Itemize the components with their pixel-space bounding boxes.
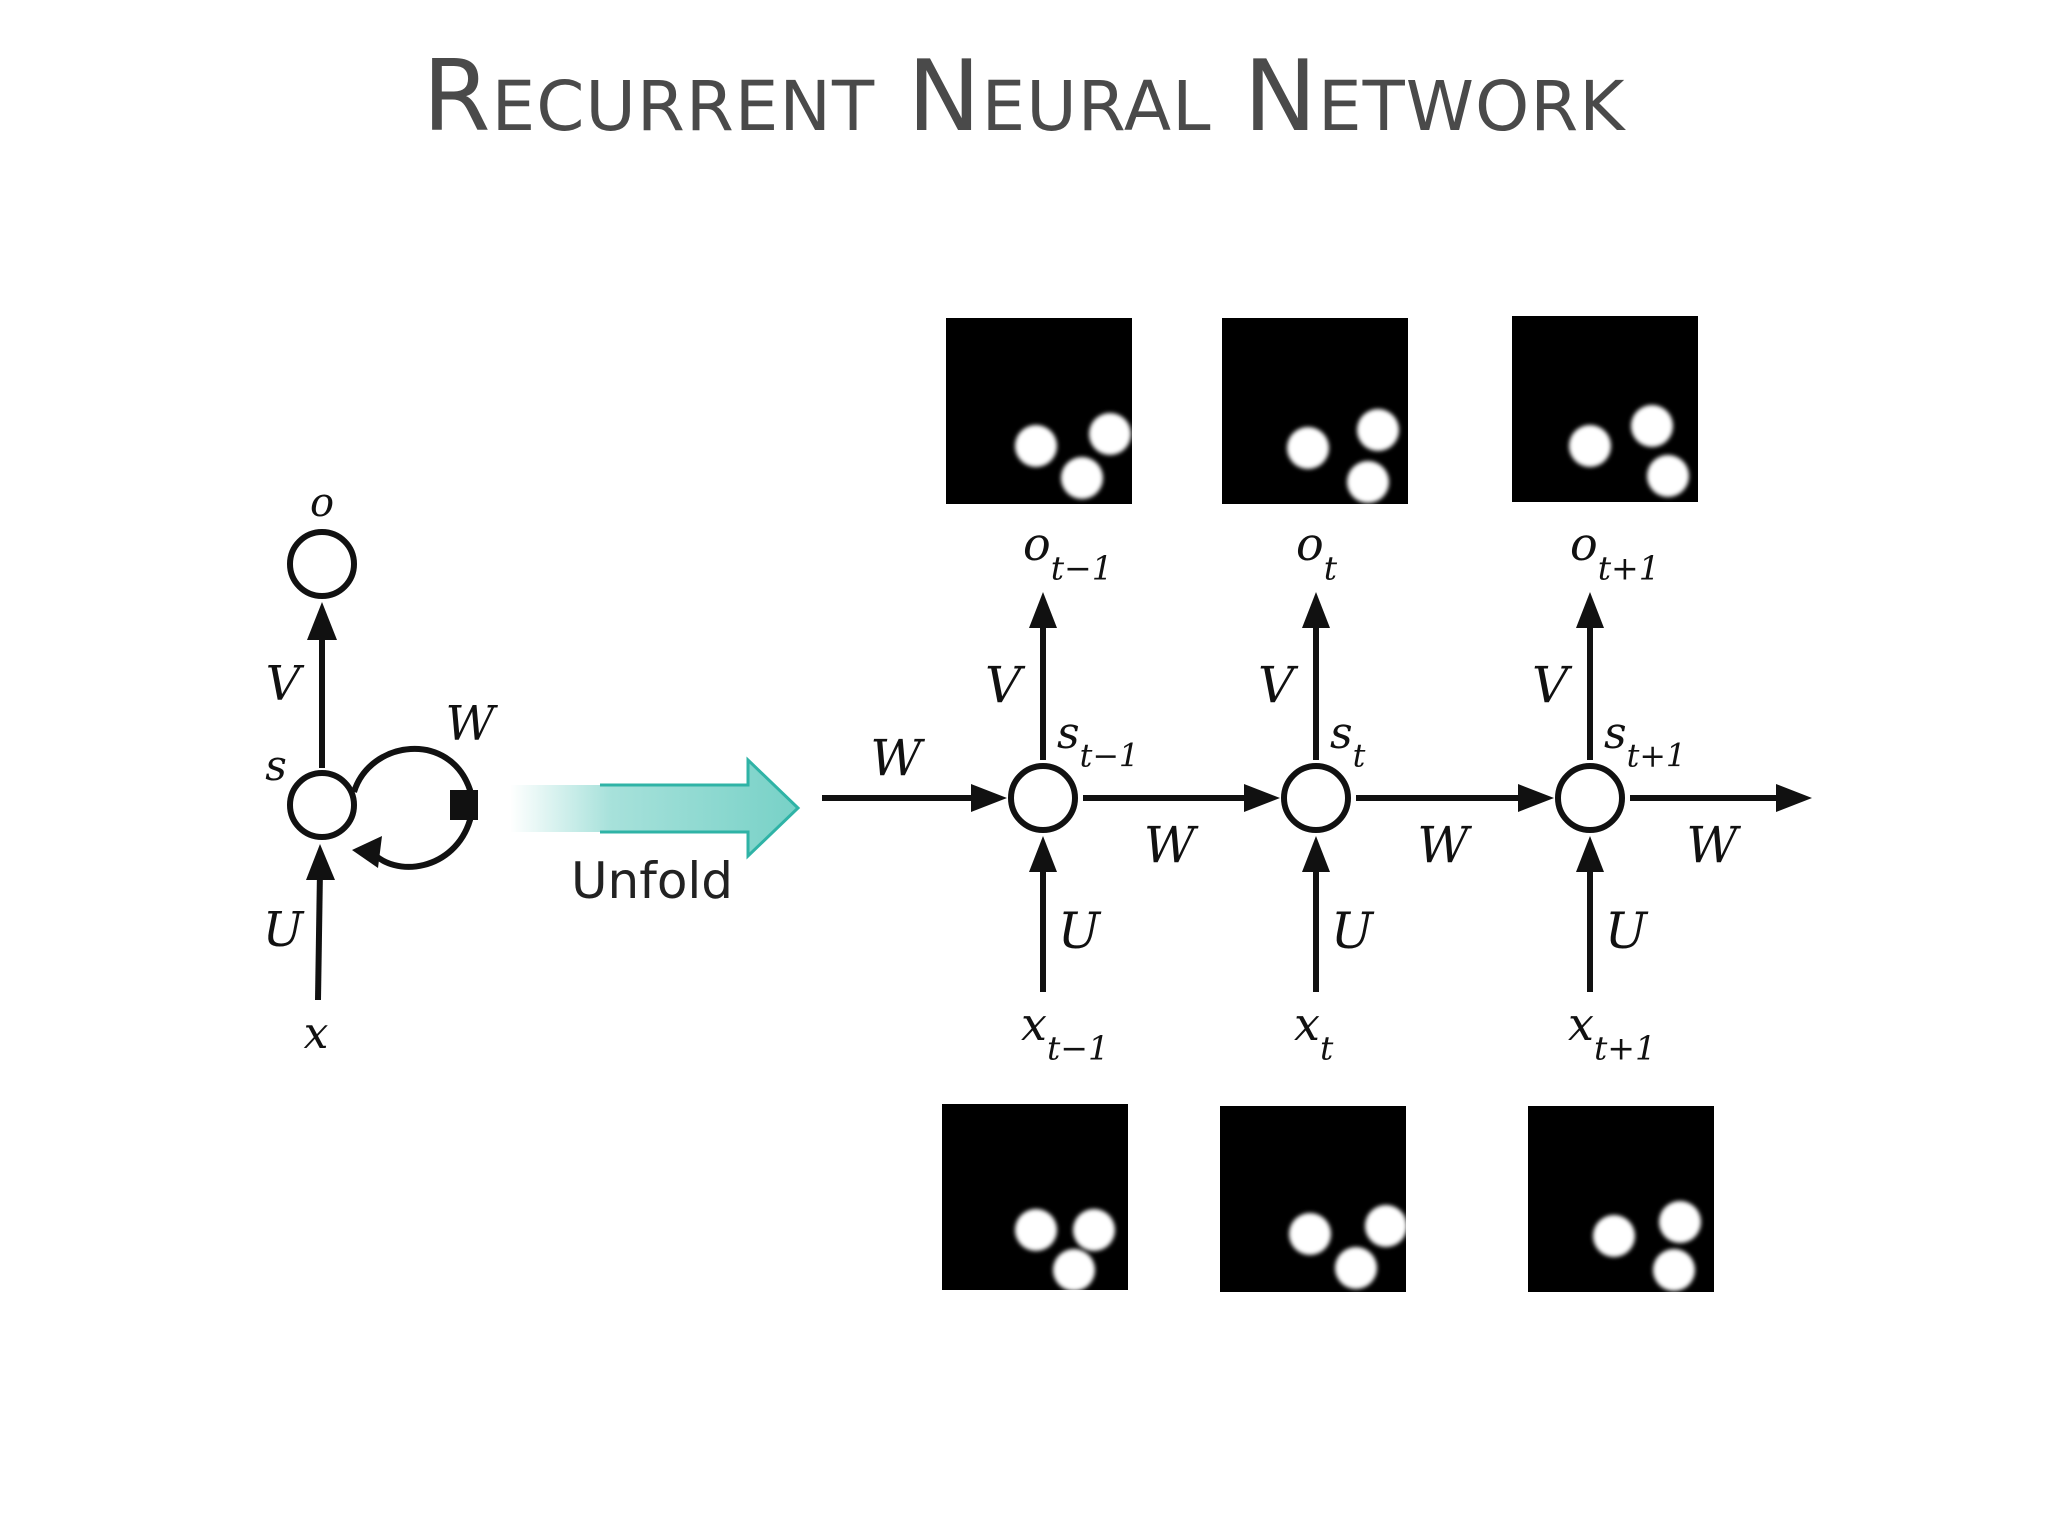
ball-0 <box>1287 427 1329 469</box>
w-label-0: W <box>1144 816 1199 874</box>
w-arrow-0 <box>1083 784 1280 812</box>
folded-output-label: o <box>310 480 334 526</box>
state-node-0 <box>1008 763 1078 833</box>
ball-0 <box>1015 425 1057 467</box>
w-label-1: W <box>1417 816 1472 874</box>
ball-2 <box>1335 1247 1377 1289</box>
folded-u-arrow <box>306 844 335 1001</box>
output-label-1-main: o <box>1296 517 1324 571</box>
state-label-1-sub: t <box>1353 738 1366 774</box>
state-node-1 <box>1281 763 1351 833</box>
state-label-0-main: s <box>1057 708 1080 759</box>
output-frame-1 <box>1222 318 1408 504</box>
w-arrow-2 <box>1630 784 1812 812</box>
output-label-2-sub: t+1 <box>1598 548 1660 587</box>
w-label-in: W <box>870 729 925 787</box>
u-arrow-2 <box>1576 836 1604 992</box>
folded-output-node <box>287 529 357 599</box>
ball-1 <box>1631 405 1673 447</box>
ball-2 <box>1653 1249 1695 1291</box>
state-label-0: st−1 <box>1057 708 1139 774</box>
folded-state-node <box>287 770 357 840</box>
ball-2 <box>1053 1249 1095 1291</box>
u-label-2: U <box>1605 902 1649 960</box>
input-label-2-sub: t+1 <box>1594 1028 1656 1067</box>
state-label-2-sub: t+1 <box>1627 738 1686 774</box>
output-frame-2 <box>1512 316 1698 502</box>
ball-2 <box>1647 455 1689 497</box>
input-frame-1 <box>1220 1106 1407 1292</box>
ball-0 <box>1569 425 1611 467</box>
ball-1 <box>1357 409 1399 451</box>
folded-recurrent-loop <box>351 745 478 870</box>
state-label-2: st+1 <box>1604 708 1686 774</box>
unfold-arrow <box>510 756 801 860</box>
u-label-1: U <box>1331 902 1375 960</box>
folded-rnn: o V s W U x <box>263 480 499 1059</box>
ball-0 <box>1593 1215 1635 1257</box>
output-label-0-sub: t−1 <box>1051 548 1113 587</box>
folded-v-label: V <box>266 656 305 712</box>
u-label-0: U <box>1058 902 1102 960</box>
folded-u-label: U <box>263 902 305 958</box>
unfold-label: Unfold <box>571 852 733 910</box>
ball-2 <box>1347 461 1389 503</box>
w-label-2: W <box>1686 816 1741 874</box>
slide-title: Recurrent Neural Network <box>422 40 1626 154</box>
output-label-1-sub: t <box>1324 548 1338 587</box>
folded-w-label: W <box>445 696 498 752</box>
input-frame-0 <box>942 1104 1128 1291</box>
v-label-2: V <box>1532 656 1573 714</box>
ball-1 <box>1365 1205 1407 1247</box>
w-arrow-1 <box>1356 784 1554 812</box>
delay-square-icon <box>450 790 478 820</box>
u-arrow-1 <box>1302 836 1330 992</box>
ball-0 <box>1289 1213 1331 1255</box>
v-label-1: V <box>1258 656 1299 714</box>
folded-input-label: x <box>304 1008 329 1059</box>
input-label-1: xt <box>1294 997 1334 1067</box>
state-label-1: st <box>1330 708 1366 774</box>
v-label-0: V <box>985 656 1026 714</box>
u-arrow-0 <box>1029 836 1057 992</box>
output-frame-0 <box>946 318 1132 504</box>
state-label-1-main: s <box>1330 708 1353 759</box>
state-node-2 <box>1555 763 1625 833</box>
v-arrow-0 <box>1029 592 1057 760</box>
folded-v-arrow <box>307 602 337 768</box>
input-label-1-sub: t <box>1320 1028 1334 1067</box>
input-frame-2 <box>1528 1106 1714 1292</box>
w-arrow-in <box>822 784 1007 812</box>
output-label-1: ot <box>1296 517 1338 587</box>
ball-0 <box>1015 1209 1057 1251</box>
output-label-2-main: o <box>1570 517 1598 571</box>
ball-1 <box>1659 1201 1701 1243</box>
output-label-2: ot+1 <box>1570 517 1660 587</box>
v-arrow-1 <box>1302 592 1330 760</box>
ball-2 <box>1061 457 1103 499</box>
ball-1 <box>1089 413 1131 455</box>
frame-thumbnails <box>942 316 1714 1292</box>
input-label-1-main: x <box>1294 997 1320 1051</box>
state-label-2-main: s <box>1604 708 1627 759</box>
output-label-0: ot−1 <box>1023 517 1113 587</box>
folded-state-label: s <box>265 741 287 790</box>
input-label-2-main: x <box>1568 997 1594 1051</box>
state-label-0-sub: t−1 <box>1080 738 1139 774</box>
input-label-0-sub: t−1 <box>1047 1028 1109 1067</box>
output-label-0-main: o <box>1023 517 1051 571</box>
input-label-2: xt+1 <box>1568 997 1656 1067</box>
input-label-0-main: x <box>1021 997 1047 1051</box>
v-arrow-2 <box>1576 592 1604 760</box>
input-label-0: xt−1 <box>1021 997 1109 1067</box>
ball-1 <box>1073 1209 1115 1251</box>
